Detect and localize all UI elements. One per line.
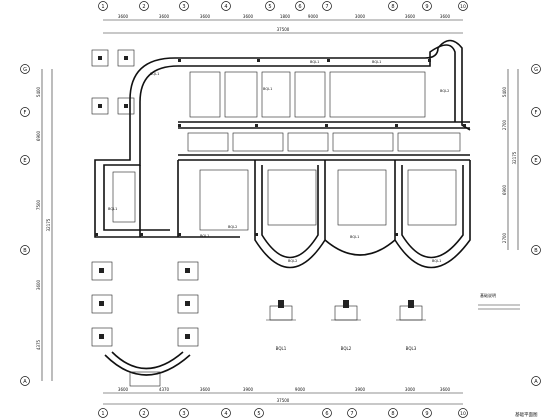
building-outline [94,39,471,269]
svg-text:5400: 5400 [36,86,41,97]
svg-text:4370: 4370 [159,387,170,392]
svg-text:2700: 2700 [502,119,507,130]
svg-text:BQL1: BQL1 [108,207,117,211]
svg-text:3600: 3600 [159,14,170,19]
svg-text:10: 10 [460,411,466,417]
svg-text:BQL1: BQL1 [372,60,381,64]
bottom-axis: 3600 4370 3600 3900 9000 3900 3000 3600 … [98,387,468,418]
svg-text:B: B [534,248,538,254]
detail-label-1: BQL1 [276,346,287,351]
svg-text:3900: 3900 [355,387,366,392]
top-dimensions: 3600 3600 3600 3600 1800 9000 3000 3600 … [103,14,463,34]
svg-text:8: 8 [391,411,394,417]
svg-text:5: 5 [257,411,260,417]
axis-top-1: 1 [101,4,104,10]
svg-text:3600: 3600 [118,14,129,19]
svg-text:6900: 6900 [36,130,41,141]
svg-text:2: 2 [142,411,145,417]
svg-text:B: B [23,248,27,254]
svg-text:3600: 3600 [243,14,254,19]
svg-text:6: 6 [325,411,328,417]
svg-text:3600: 3600 [440,14,451,19]
svg-text:A: A [534,379,538,385]
column-marks [95,59,466,236]
svg-text:3600: 3600 [200,14,211,19]
drawing-title: 基础平面图 [515,411,538,418]
axis-top-6: 6 [298,4,301,10]
svg-text:4: 4 [224,411,227,417]
svg-text:7500: 7500 [36,199,41,210]
svg-text:E: E [534,158,537,164]
axis-top-10: 10 [460,4,466,10]
left-dimensions: 5400 6900 7500 3600 4375 32175 [36,69,53,381]
detail-label-2: BQL2 [341,346,352,351]
svg-text:3900: 3900 [243,387,254,392]
bottom-total: 37500 [277,398,290,403]
svg-text:9000: 9000 [308,14,319,19]
axis-top-9: 9 [425,4,428,10]
top-total: 37500 [277,27,290,32]
beam-tags: BQL1 BQL2 BQL1 BQL1 BQL2 BQL1 BQL1 BQL1 … [108,60,449,263]
right-total: 32175 [512,151,517,164]
svg-text:BQL2: BQL2 [288,259,297,263]
right-dimensions: 5400 2700 6900 2700 32175 [502,69,519,250]
axis-top-7: 7 [325,4,328,10]
svg-text:G: G [534,67,538,73]
svg-text:3: 3 [182,411,185,417]
svg-text:6900: 6900 [502,184,507,195]
axis-top-4: 4 [224,4,227,10]
svg-text:BQL2: BQL2 [440,89,449,93]
svg-text:BQL1: BQL1 [200,234,209,238]
svg-text:1: 1 [101,411,104,417]
detail-note-title: 基础说明 [480,292,496,298]
axis-top-5: 5 [268,4,271,10]
svg-text:A: A [23,379,27,385]
svg-text:F: F [24,110,27,116]
axis-top-2: 2 [142,4,145,10]
svg-text:3600: 3600 [118,387,129,392]
svg-text:BQL1: BQL1 [150,72,159,76]
svg-text:F: F [535,110,538,116]
svg-text:4375: 4375 [36,339,41,350]
svg-text:7: 7 [350,411,353,417]
svg-text:3600: 3600 [440,387,451,392]
svg-text:E: E [23,158,26,164]
section-details: BQL1 BQL2 BQL3 基础说明 [266,292,520,351]
svg-text:3000: 3000 [355,14,366,19]
left-axis-bubbles: G F E B A [20,64,30,386]
footing-details-top-left [91,49,135,115]
svg-text:G: G [23,67,27,73]
svg-text:3000: 3000 [405,387,416,392]
svg-text:BQL1: BQL1 [432,259,441,263]
svg-text:BQL2: BQL2 [228,225,237,229]
right-axis-bubbles: G F E B A [531,64,541,386]
svg-text:3600: 3600 [36,279,41,290]
svg-text:5400: 5400 [502,86,507,97]
detail-label-3: BQL3 [406,346,417,351]
svg-text:9: 9 [425,411,428,417]
axis-top-8: 8 [391,4,394,10]
svg-text:1800: 1800 [280,14,291,19]
svg-text:3600: 3600 [200,387,211,392]
svg-text:BQL1: BQL1 [263,87,272,91]
left-total: 32175 [46,218,51,231]
svg-text:BQL1: BQL1 [350,235,359,239]
axis-top-3: 3 [182,4,185,10]
svg-text:BQL1: BQL1 [310,60,319,64]
top-axis-bubbles: 1 2 3 4 5 6 7 8 9 10 [98,1,468,11]
svg-text:9000: 9000 [295,387,306,392]
footing-group-lower-left [91,261,199,387]
svg-text:2700: 2700 [502,232,507,243]
svg-text:3600: 3600 [405,14,416,19]
